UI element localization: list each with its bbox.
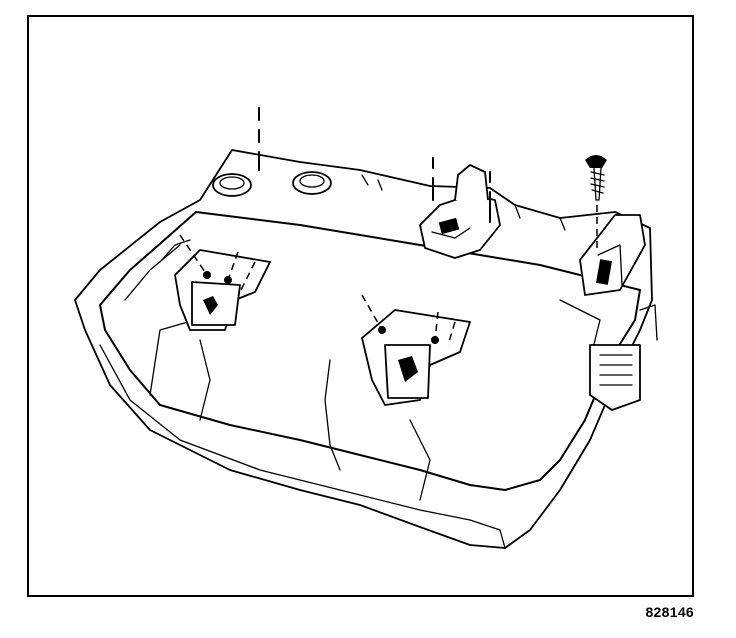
top-holes bbox=[212, 171, 332, 197]
screw-icon bbox=[585, 155, 607, 250]
locator-lines bbox=[258, 107, 491, 223]
tray-body bbox=[74, 149, 658, 549]
center-hinge-bracket bbox=[361, 294, 471, 406]
figure-frame bbox=[27, 15, 694, 597]
right-screw-mount bbox=[579, 214, 646, 296]
left-hinge-bracket bbox=[174, 234, 271, 331]
figure-number: 828146 bbox=[645, 604, 694, 620]
edge-details bbox=[159, 174, 566, 263]
center-clip-mount bbox=[419, 164, 501, 259]
